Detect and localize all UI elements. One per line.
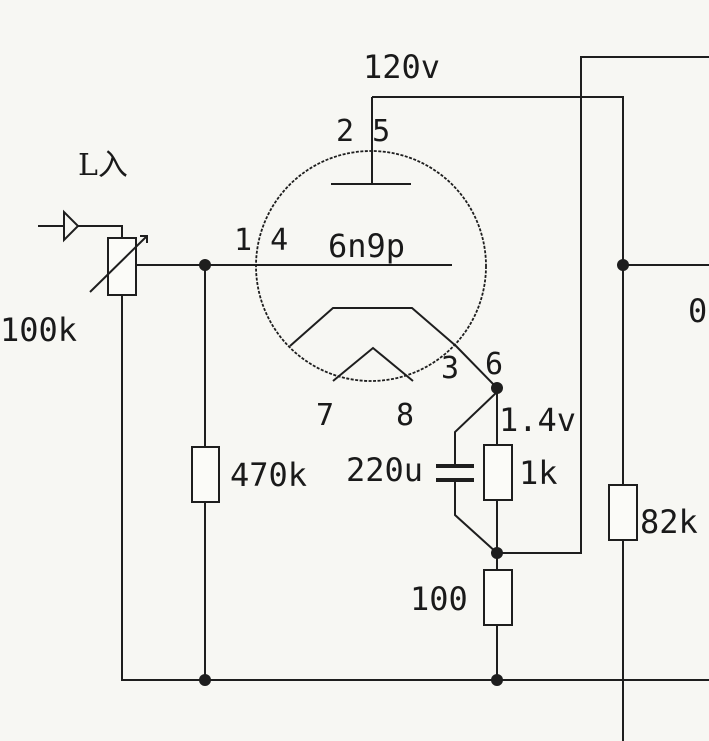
grid-resistor-label: 470k [230,456,307,494]
pot-adjust-arrow [89,235,148,293]
capacitor-wire [454,391,498,554]
tube-type-label: 6n9p [328,227,405,265]
cathode-voltage-label: 1.4v [499,401,576,439]
capacitor-220u [436,464,474,482]
anode-pins-label: 2 5 [336,114,390,149]
junction-dot [199,674,211,686]
input-arrow [38,209,123,243]
junction-dot [491,674,503,686]
cathode-resistor-label: 1k [519,454,558,492]
edge-text: 0 [688,292,707,330]
heater-pin-a-label: 7 [316,398,334,433]
cathode-pin-right-label: 6 [485,347,503,382]
supply-voltage-label: 120v [363,48,440,86]
junction-dot [491,382,503,394]
heater-wire [332,346,414,382]
cathode-resistor-1k [483,444,513,501]
feedback-resistor-label: 100 [410,580,468,618]
input-potentiometer [107,237,137,296]
pot-value-label: 100k [0,311,77,349]
cathode-pin-left-label: 3 [441,351,459,386]
heater-pin-b-label: 8 [396,398,414,433]
anode-supply-wire [371,96,709,266]
right-resistor-label: 82k [640,503,698,541]
grid-pins-label: 1 4 [234,223,288,258]
junction-dot [491,547,503,559]
capacitor-label: 220u [346,451,423,489]
resistor-100 [483,569,513,626]
junction-dot [617,259,629,271]
input-label: L入 [78,148,128,183]
resistor-82k [608,484,638,541]
feedback-wire [497,56,709,554]
grid-resistor-470k [191,446,220,503]
cathode-wire [289,307,498,389]
junction-dot [199,259,211,271]
ground-wire [121,295,709,681]
wires [38,56,709,741]
